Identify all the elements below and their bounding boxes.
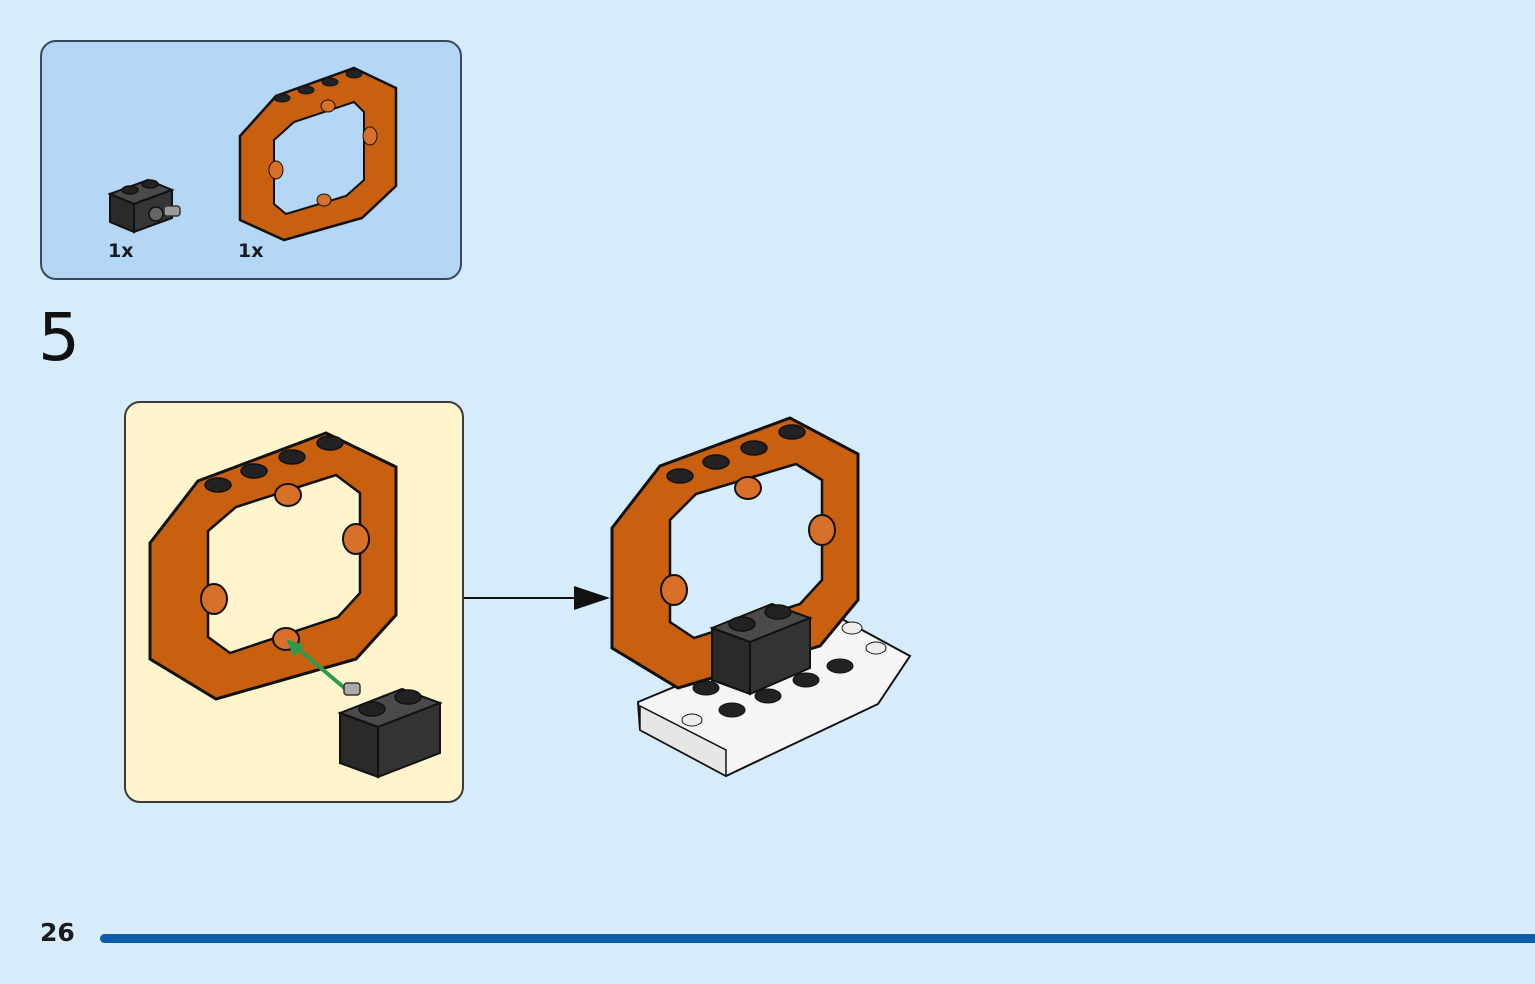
main-assembly-illustration bbox=[610, 416, 912, 778]
orange-frame-icon bbox=[238, 66, 398, 242]
stud-icon bbox=[666, 468, 694, 484]
stud-icon bbox=[754, 688, 782, 704]
callout-illustration bbox=[148, 431, 443, 779]
step-arrow-icon bbox=[464, 586, 610, 610]
stud-icon bbox=[740, 440, 768, 456]
stud-icon bbox=[792, 672, 820, 688]
stud-icon bbox=[240, 463, 268, 479]
stud-icon bbox=[278, 449, 306, 465]
stud-icon bbox=[204, 477, 232, 493]
step-number: 5 bbox=[38, 299, 80, 376]
parts-list-panel: 1x 1x bbox=[40, 40, 462, 280]
page-number: 26 bbox=[40, 918, 75, 947]
stud-icon bbox=[718, 702, 746, 718]
part-quantity: 1x bbox=[238, 240, 264, 262]
stud-icon bbox=[702, 454, 730, 470]
part-quantity: 1x bbox=[108, 240, 134, 262]
page-rule bbox=[100, 934, 1535, 943]
black-brick-with-pin-icon bbox=[107, 178, 181, 234]
stud-icon bbox=[778, 424, 806, 440]
callout-subassembly bbox=[124, 401, 464, 803]
stud-icon bbox=[826, 658, 854, 674]
stud-icon bbox=[316, 435, 344, 451]
